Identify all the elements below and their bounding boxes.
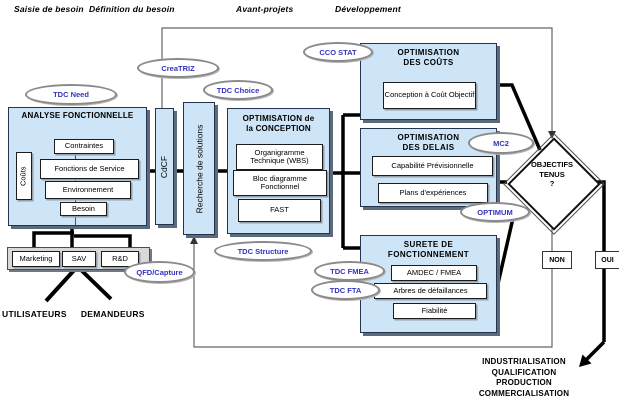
conception-cout-objectif-box: Conception à Coût Objectif xyxy=(383,82,476,109)
marketing-box: Marketing xyxy=(12,251,60,267)
delais-title-l2: DES DELAIS xyxy=(402,143,455,152)
analyse-title: ANALYSE FONCTIONNELLE xyxy=(21,111,134,120)
tdc-choice-ellipse: TDC Choice xyxy=(203,80,273,100)
demandeurs-label: DEMANDEURS xyxy=(80,309,145,319)
diamond-line1: OBJECTIFS xyxy=(530,160,574,169)
output-line2: QUALIFICATION xyxy=(491,367,557,377)
output-line1: INDUSTRIALISATION xyxy=(482,357,566,366)
creatriz-ellipse: CreaTRIZ xyxy=(137,58,219,78)
bloc-diagramme-box: Bloc diagramme Fonctionnel xyxy=(233,170,327,196)
utilisateurs-label: UTILISATEURS xyxy=(2,309,67,319)
optimum-ellipse: OPTIMUM xyxy=(460,202,530,222)
phase-developpement: Développement xyxy=(335,4,401,14)
inner-connector xyxy=(75,197,76,202)
capabilite-box: Capabilité Prévisionnelle xyxy=(372,156,493,176)
fast-box: FAST xyxy=(238,199,321,222)
arbres-defaillances-box: Arbres de défaillances xyxy=(374,283,487,299)
recherche-solutions-box: Recherche de solutions xyxy=(183,102,215,235)
surete-fonctionnement-box: SURETE DE FONCTIONNEMENT AMDEC / FMEA Ar… xyxy=(360,235,497,333)
cco-stat-ellipse: CCO STAT xyxy=(303,42,373,62)
non-box: NON xyxy=(542,251,572,269)
besoin-box: Besoin xyxy=(60,202,107,216)
tdc-fta-ellipse: TDC FTA xyxy=(311,280,380,300)
qfd-capture-ellipse: QFD/Capture xyxy=(124,261,195,283)
surete-title-l2: FONCTIONNEMENT xyxy=(387,250,470,259)
mc2-ellipse: MC2 xyxy=(468,132,534,154)
sav-box: SAV xyxy=(62,251,96,267)
output-line4: COMMERCIALISATION xyxy=(478,388,570,398)
optimisation-conception-box: OPTIMISATION de la CONCEPTION Organigram… xyxy=(227,108,330,234)
couts-title-l2: DES COÛTS xyxy=(403,58,454,67)
diamond-label: OBJECTIFS TENUS ? xyxy=(512,160,592,189)
surete-title-l1: SURETE DE xyxy=(403,240,454,249)
rd-box: R&D xyxy=(101,251,139,267)
conception-title-l1: OPTIMISATION de xyxy=(242,114,315,123)
environnement-box: Environnement xyxy=(45,181,131,199)
users-label: UTILISATEURS DEMANDEURS xyxy=(2,309,145,319)
inner-connector xyxy=(75,177,76,181)
diamond-line3: ? xyxy=(549,179,555,188)
plans-experiences-box: Plans d'expériences xyxy=(378,183,488,203)
inner-connector xyxy=(75,152,76,159)
wbs-box: Organigramme Technique (WBS) xyxy=(236,144,323,170)
oui-box: OUI xyxy=(595,251,619,269)
cdcf-box: CdCF xyxy=(155,108,174,225)
phase-saisie: Saisie de besoin xyxy=(14,4,84,14)
diamond-line2: TENUS xyxy=(539,169,565,179)
tdc-fmea-ellipse: TDC FMEA xyxy=(314,261,385,281)
analyse-fonctionnelle-box: ANALYSE FONCTIONNELLE Contraintes Foncti… xyxy=(8,107,147,226)
sources-platform: Marketing SAV R&D xyxy=(7,247,150,270)
optimisation-couts-box: OPTIMISATION DES COÛTS Conception à Coût… xyxy=(360,43,497,120)
output-block: INDUSTRIALISATION QUALIFICATION PRODUCTI… xyxy=(462,357,586,399)
fonctions-service-box: Fonctions de Service xyxy=(40,159,139,179)
couts-vertical-box: Coûts xyxy=(16,152,32,200)
recherche-label: Recherche de solutions xyxy=(194,124,204,213)
conception-title-l2: la CONCEPTION xyxy=(246,124,311,133)
tdc-need-ellipse: TDC Need xyxy=(25,84,117,105)
amdec-fmea-box: AMDEC / FMEA xyxy=(391,265,477,281)
optimisation-delais-box: OPTIMISATION DES DELAIS Capabilité Prévi… xyxy=(360,128,497,207)
cdcf-label: CdCF xyxy=(159,155,170,178)
output-line3: PRODUCTION xyxy=(496,378,552,387)
couts-label: Coûts xyxy=(18,166,28,186)
phase-definition: Définition du besoin xyxy=(89,4,175,14)
tdc-structure-ellipse: TDC Structure xyxy=(214,241,312,261)
couts-title-l1: OPTIMISATION xyxy=(397,48,460,57)
fiabilite-box: Fiabilité xyxy=(393,303,476,319)
phase-avant-projets: Avant-projets xyxy=(236,4,294,14)
contraintes-box: Contraintes xyxy=(54,139,114,154)
delais-title-l1: OPTIMISATION xyxy=(397,133,460,142)
inner-connector xyxy=(75,214,76,225)
